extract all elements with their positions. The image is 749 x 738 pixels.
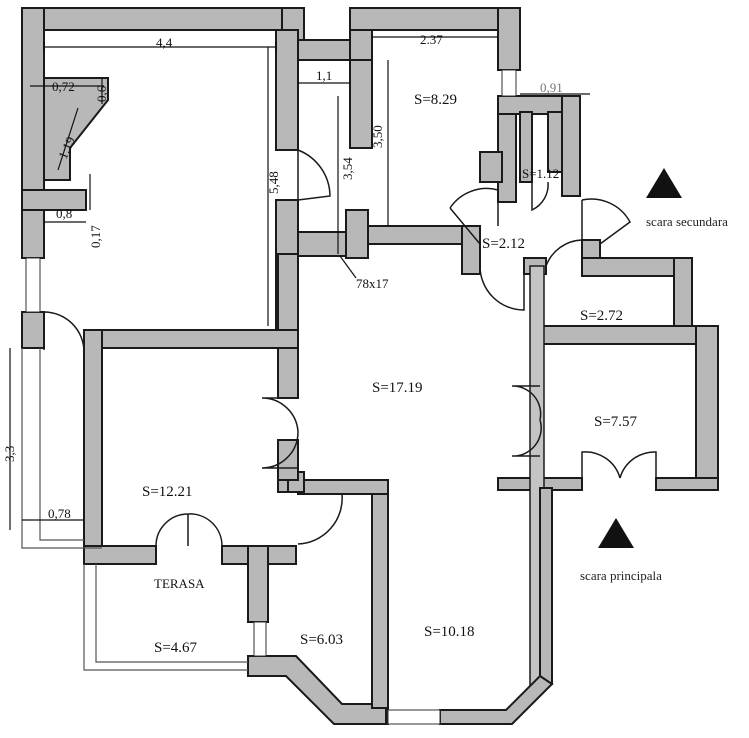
door-terrace [155,513,223,547]
dim-119 [57,107,79,171]
wall-small-right [349,59,373,149]
door-hall-low [479,265,525,311]
door-bedroom [297,493,343,545]
stair-labels: scara secundara scara principala [580,214,728,583]
wall-terrace-divider [247,545,269,623]
doors [43,149,657,547]
dim-label-wall-072: 0,72 [52,79,75,94]
stair-secondary-icon [646,168,682,198]
dim-label-bath-width: 2.37 [420,32,443,47]
room-label-bath: S=8.29 [414,92,457,108]
wall-left-notch [21,189,87,211]
wall-bedroom-bottom-l [83,545,157,565]
room-label-terrace-area: S=4.67 [154,640,198,656]
wall-storage-bottom [539,325,719,345]
room-label-storage: S=2.72 [580,308,623,324]
dim-label-height-350: 3,50 [370,125,385,148]
window-bottom [387,709,441,725]
wall-kitchen-right [695,325,719,491]
wall-room6-top [297,479,389,495]
dim-niche [339,255,357,279]
wall-bottom-right-diag [439,674,554,725]
dim-label-opening-091: 0,91 [540,80,563,95]
wall-closet-inner [519,111,533,183]
dim-label-wall-08: 0,8 [56,206,72,221]
room-label-room-10: S=10.18 [424,624,475,640]
line-terrace [83,564,248,671]
window-bath [501,69,517,97]
dim-label-wall-017: 0,17 [88,225,103,248]
room-label-terrace: TERASA [154,576,205,591]
stair-label-secondary: scara secundara [646,214,728,229]
wall-bedroom-top [83,329,299,349]
wall-room6-right [371,479,389,709]
door-hall-right [581,198,631,245]
dim-label-left-height: 3,3 [2,446,17,462]
dim-label-height-548: 5,48 [266,171,281,194]
wall-bedroom-left [83,329,103,565]
door-living-left [261,397,299,469]
dim-label-niche: 78x17 [356,276,389,291]
wall-storage-right [673,257,693,331]
room-label-bedroom: S=12.21 [142,484,193,500]
wall-bath-right [497,7,521,71]
door-mid-top [297,149,331,201]
door-kitchen-bottom [581,451,657,479]
door-storage [545,239,583,267]
window-left [25,257,41,313]
room-labels: S=8.29 S=1.12 S=2.12 S=2.72 S=17.19 S=7.… [142,92,638,656]
room-label-kitchen: S=7.57 [594,414,638,430]
wall-spine-right [539,487,553,685]
dim-label-height-354: 3,54 [340,157,355,180]
room-label-hall-small: S=2.12 [482,236,525,252]
dimension-labels: 4,4 2.37 1,1 0,91 0,72 0,6 1,19 0,8 0,17… [2,32,563,521]
wall-mid-vertical-2 [277,253,299,399]
dim-label-wall-06: 0,6 [94,85,109,102]
walls [21,7,719,725]
door-kitchen [511,385,542,457]
wall-closet-low [479,151,503,183]
line-left-inner [39,348,84,541]
wall-kitchen-bottom-r [655,477,719,491]
window-terrace [253,621,267,657]
wall-small-bottom [297,231,347,257]
stair-label-main: scara principala [580,568,662,583]
wall-left-top [21,7,45,259]
dimension-lines [9,36,590,530]
wall-closet-right [561,95,581,197]
line-left-outer [21,348,102,549]
dim-label-small-width: 1,1 [316,68,332,83]
wall-small-post [345,209,369,259]
wall-chimney [43,77,109,181]
wall-mid-vertical [275,29,299,151]
room-label-living: S=17.19 [372,380,423,396]
windows-and-lines [21,69,517,725]
dim-label-left-width: 0,78 [48,506,71,521]
stair-main-icon [598,518,634,548]
stair-markers [598,168,682,548]
door-closet [531,181,549,212]
wall-top-left [21,7,305,31]
wall-room6-diag [247,655,387,725]
wall-closet-inner-r [547,111,563,173]
wall-left-post [21,311,45,349]
line-terrace-inner [95,564,248,663]
door-left-entry [43,311,85,353]
wall-top-bath [349,7,521,31]
room-label-room-6: S=6.03 [300,632,343,648]
door-hall-top [449,187,499,245]
dim-label-top-width: 4,4 [156,35,173,50]
room-label-closet: S=1.12 [522,166,559,181]
